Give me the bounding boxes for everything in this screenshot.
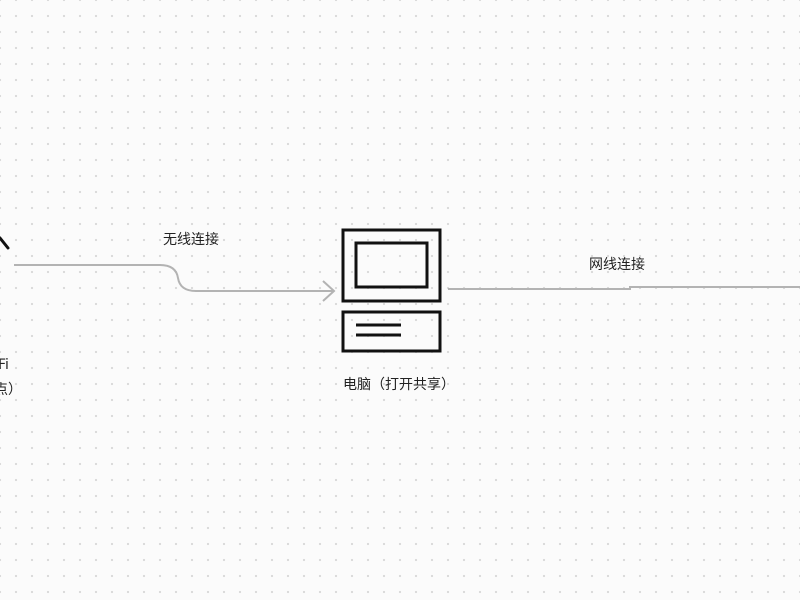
- arrow-right-icon: [322, 280, 336, 302]
- monitor-screen: [354, 241, 429, 289]
- wireless-connection-edge: [14, 264, 334, 292]
- ethernet-connection-label: 网线连接: [589, 257, 645, 273]
- ethernet-connection-edge: [448, 286, 800, 290]
- computer-base: [341, 310, 442, 353]
- wifi-hotspot-label-line1: Fi: [0, 357, 9, 373]
- monitor-outer: [341, 228, 442, 303]
- wifi-hotspot-label-line2: 点）: [0, 382, 22, 398]
- wireless-connection-label: 无线连接: [163, 232, 219, 248]
- desktop-computer-icon: [341, 228, 442, 353]
- computer-label: 电脑（打开共享）: [343, 377, 455, 393]
- wifi-hotspot-icon: [0, 236, 10, 250]
